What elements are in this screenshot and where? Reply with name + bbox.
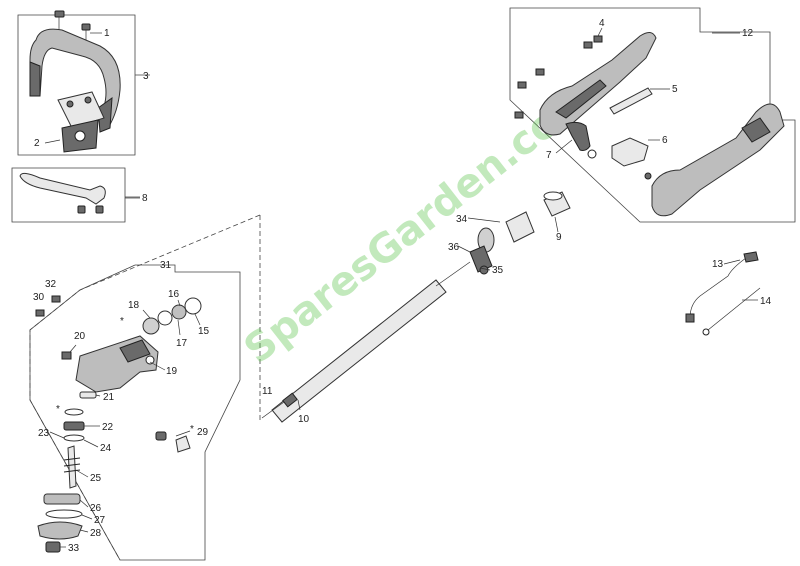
callout-36: 36 [448,242,460,253]
callout-34: 34 [456,214,468,225]
asterisk-29: * [190,424,194,435]
callout-12: 12 [742,28,754,39]
callout-30: 30 [33,292,45,303]
part-housing-lower-12 [651,103,785,217]
part-lever [19,172,106,214]
part-cable-14 [702,287,761,336]
callout-23: 23 [38,428,50,439]
part-housing-upper [539,32,657,136]
callout-24: 24 [100,443,112,454]
callout-4: 4 [599,18,605,29]
callout-8: 8 [142,193,148,204]
part-bearings-15-18 [142,297,202,335]
group-frame-handle [17,14,150,156]
part-clamp [57,91,105,153]
group-frame-lever [11,167,140,223]
part-trigger-7 [565,121,591,151]
callout-13: 13 [712,259,724,270]
callout-3: 3 [143,71,149,82]
callout-5: 5 [672,84,678,95]
callout-6: 6 [662,135,668,146]
callout-14: 14 [760,296,772,307]
callout-2: 2 [34,138,40,149]
part-screw-1 [54,10,91,44]
callout-1: 1 [104,28,110,39]
callout-33: 33 [68,543,80,554]
asterisk-18: * [120,316,124,327]
callout-26: 26 [90,503,102,514]
part-nut-20 [61,351,72,360]
callout-7: 7 [546,150,552,161]
callout-31: 31 [160,260,172,271]
callout-29: 29 [197,427,209,438]
leader-lines [44,32,758,548]
callout-10: 10 [298,414,310,425]
callout-15: 15 [198,326,210,337]
callout-21: 21 [103,392,115,403]
part-drive-shaft [261,261,471,423]
callout-32: 32 [45,279,57,290]
part-collar-34 [469,211,535,275]
asterisk-22: * [56,404,60,415]
callout-19: 19 [166,366,178,377]
callout-labels: 1 2 3 4 5 6 7 8 9 10 11 12 13 14 15 16 1… [33,18,772,554]
part-cable-13 [685,251,759,323]
part-sleeve-9 [543,191,571,217]
part-loop-handle [29,28,121,133]
callout-16: 16 [168,289,180,300]
part-screws-4 [514,27,603,119]
part-bolt-29 [155,431,191,453]
callout-11: 11 [262,386,273,397]
part-switch-6 [587,137,652,180]
part-gear-case-19 [75,335,159,393]
callout-9: 9 [556,232,562,243]
group-frame-gear-head-solid [29,264,241,561]
asterisk-marks: * * * [56,316,194,435]
callout-35: 35 [492,265,504,276]
callout-18: 18 [128,300,140,311]
callout-27: 27 [94,515,106,526]
callout-22: 22 [102,422,114,433]
callout-17: 17 [176,338,188,349]
callout-25: 25 [90,473,102,484]
callout-20: 20 [74,331,86,342]
part-stack-21-28 [37,391,97,553]
callout-28: 28 [90,528,102,539]
part-bolt-30 [35,295,61,317]
group-frame-gear-head [29,214,261,561]
part-spring-5 [609,87,653,115]
